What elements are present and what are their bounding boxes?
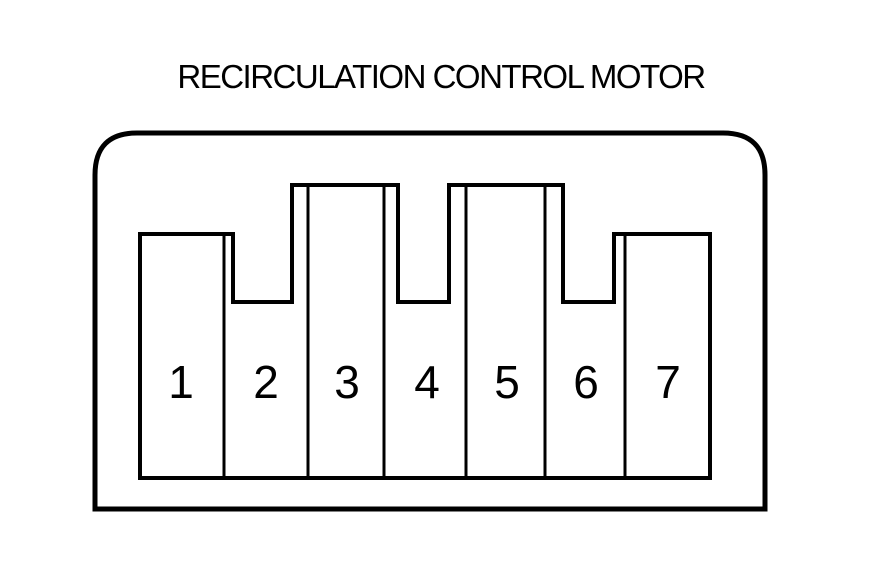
pin-numbers: 1 2 3 4 5 6 7: [168, 356, 681, 408]
pin-number-7: 7: [655, 356, 681, 408]
pin-number-3: 3: [334, 356, 360, 408]
connector-outline: [92, 130, 768, 512]
pin-number-4: 4: [414, 356, 440, 408]
pin-number-6: 6: [573, 356, 599, 408]
pin-number-5: 5: [494, 356, 520, 408]
pin-number-1: 1: [168, 356, 194, 408]
connector-lines: [92, 130, 768, 512]
pin-cavity-profile: [138, 183, 712, 480]
diagram-title: RECIRCULATION CONTROL MOTOR: [177, 58, 705, 95]
pin-number-2: 2: [253, 356, 279, 408]
